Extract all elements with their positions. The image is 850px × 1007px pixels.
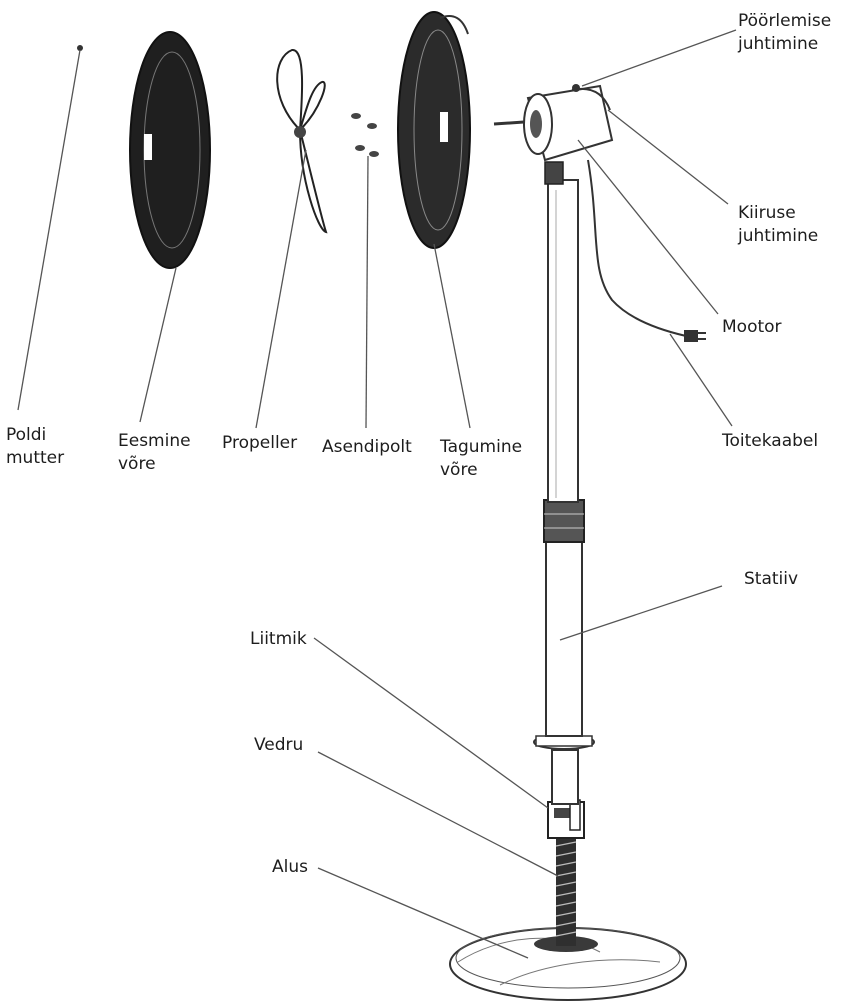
leader-poorlemise-juhtimine xyxy=(581,29,737,87)
leader-propeller xyxy=(255,149,307,429)
leader-alus xyxy=(317,867,529,959)
toitekaabel-cable-shape xyxy=(587,159,706,342)
label-poorlemise-juhtimine: Pöörlemise juhtimine xyxy=(738,11,832,54)
tagumine-vore-rear-grille-shape xyxy=(397,11,471,249)
leader-tagumine-vore xyxy=(433,243,471,429)
liitmik-connector-shape xyxy=(547,799,585,839)
label-mootor: Mootor xyxy=(722,317,782,337)
vedru-spring-shape xyxy=(555,838,577,946)
label-statiiv: Statiiv xyxy=(744,569,799,589)
label-kiiruse-juhtimine: Kiiruse juhtimine xyxy=(738,203,819,246)
label-poldi-mutter: Poldi mutter xyxy=(6,425,65,468)
eesmine-vore-front-grille-shape xyxy=(129,31,211,269)
leader-kiiruse-juhtimine xyxy=(607,109,729,205)
propeller-shape xyxy=(276,49,328,234)
leader-statiiv xyxy=(559,585,723,641)
label-alus: Alus xyxy=(272,857,308,877)
label-tagumine-vore: Tagumine võre xyxy=(440,437,523,480)
label-liitmik: Liitmik xyxy=(250,629,307,649)
leader-asendipolt xyxy=(365,155,369,429)
leader-vedru xyxy=(317,751,559,877)
poldi-mutter-nut-shape xyxy=(77,45,83,51)
statiiv-stand-shape xyxy=(533,179,595,805)
leader-mootor xyxy=(577,139,719,315)
label-propeller: Propeller xyxy=(222,433,298,453)
leader-toitekaabel xyxy=(669,333,733,427)
mootor-motor-shape xyxy=(493,84,614,185)
leader-liitmik xyxy=(313,637,549,809)
label-asendipolt: Asendipolt xyxy=(322,437,412,457)
label-toitekaabel: Toitekaabel xyxy=(722,431,819,451)
leader-eesmine-vore xyxy=(139,267,177,423)
asendipolt-screws-shape xyxy=(351,113,379,157)
leader-lines xyxy=(17,29,737,959)
label-vedru: Vedru xyxy=(254,735,304,755)
leader-poldi-mutter xyxy=(17,49,81,411)
label-eesmine-vore: Eesmine võre xyxy=(118,431,191,474)
